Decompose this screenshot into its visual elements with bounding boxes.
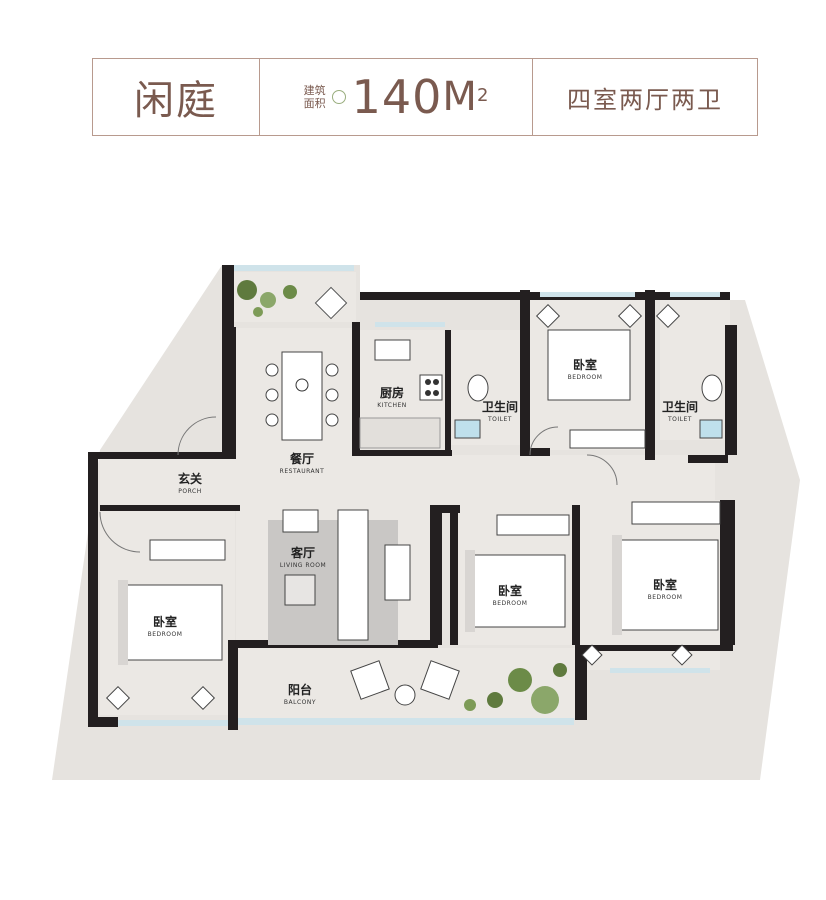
label-toilet-1: 卫生间 TOILET [482, 398, 518, 423]
label-living-cn: 客厅 [290, 546, 316, 560]
label-bedroom-right-cn: 卧室 [652, 578, 678, 592]
label-living-en: LIVING ROOM [279, 562, 327, 569]
label-porch: 玄关 PORCH [178, 470, 202, 495]
label-bedroom-left-en: BEDROOM [147, 631, 183, 638]
label-bedroom-top-cn: 卧室 [572, 358, 598, 372]
floor-areas [100, 272, 730, 718]
area-block: 建筑 面积 140 M 2 [260, 59, 533, 135]
area-value: 140 [351, 70, 443, 124]
label-restaurant: 餐厅 RESTAURANT [280, 450, 325, 475]
label-bedroom-mid: 卧室 BEDROOM [493, 582, 528, 607]
area-label-line1: 建筑 [303, 84, 326, 97]
balcony-furniture [350, 660, 567, 714]
area-label: 建筑 面积 [304, 84, 326, 110]
title-bar: 闲庭 建筑 面积 140 M 2 四室两厅两卫 [92, 58, 758, 136]
kitchen-fixtures [359, 339, 443, 449]
project-name: 闲庭 [93, 59, 260, 135]
planter-greenery [237, 280, 348, 320]
label-living: 客厅 LIVING ROOM [280, 544, 326, 569]
beds [121, 329, 719, 661]
layout-type: 四室两厅两卫 [567, 85, 723, 114]
label-balcony: 阳台 BALCONY [284, 681, 316, 706]
label-toilet-2-cn: 卫生间 [661, 400, 699, 414]
label-balcony-cn: 阳台 [287, 683, 313, 697]
bed-shadows [118, 535, 622, 665]
wardrobes [149, 429, 721, 561]
label-bedroom-left: 卧室 BEDROOM [148, 613, 183, 638]
label-toilet-1-cn: 卫生间 [481, 400, 519, 414]
door-swings [99, 416, 618, 553]
leaf-icon [331, 90, 346, 104]
label-bedroom-top-en: BEDROOM [567, 374, 603, 381]
living-furniture [268, 509, 411, 645]
label-kitchen-en: KITCHEN [377, 402, 407, 409]
area-unit: M [442, 74, 477, 120]
label-toilet-2-en: TOILET [668, 416, 692, 423]
area-unit-superscript: 2 [476, 84, 489, 106]
dining-table [265, 351, 339, 441]
label-toilet-1-en: TOILET [488, 416, 512, 423]
label-restaurant-en: RESTAURANT [279, 468, 325, 475]
label-porch-cn: 玄关 [177, 472, 203, 486]
label-bedroom-mid-cn: 卧室 [497, 584, 523, 598]
label-bedroom-right-en: BEDROOM [647, 594, 683, 601]
windows [118, 265, 720, 726]
label-porch-en: PORCH [178, 488, 202, 495]
label-toilet-2: 卫生间 TOILET [662, 398, 698, 423]
label-bedroom-left-cn: 卧室 [152, 615, 178, 629]
label-bedroom-top: 卧室 BEDROOM [568, 356, 603, 381]
label-restaurant-cn: 餐厅 [289, 452, 314, 466]
area-label-line2: 面积 [303, 97, 326, 110]
label-balcony-en: BALCONY [283, 699, 317, 706]
label-kitchen-cn: 厨房 [379, 386, 404, 400]
label-kitchen: 厨房 KITCHEN [377, 384, 407, 409]
label-bedroom-right: 卧室 BEDROOM [648, 576, 683, 601]
label-bedroom-mid-en: BEDROOM [492, 600, 528, 607]
toilet-fixtures [454, 374, 723, 439]
corner-chairs [105, 303, 693, 711]
